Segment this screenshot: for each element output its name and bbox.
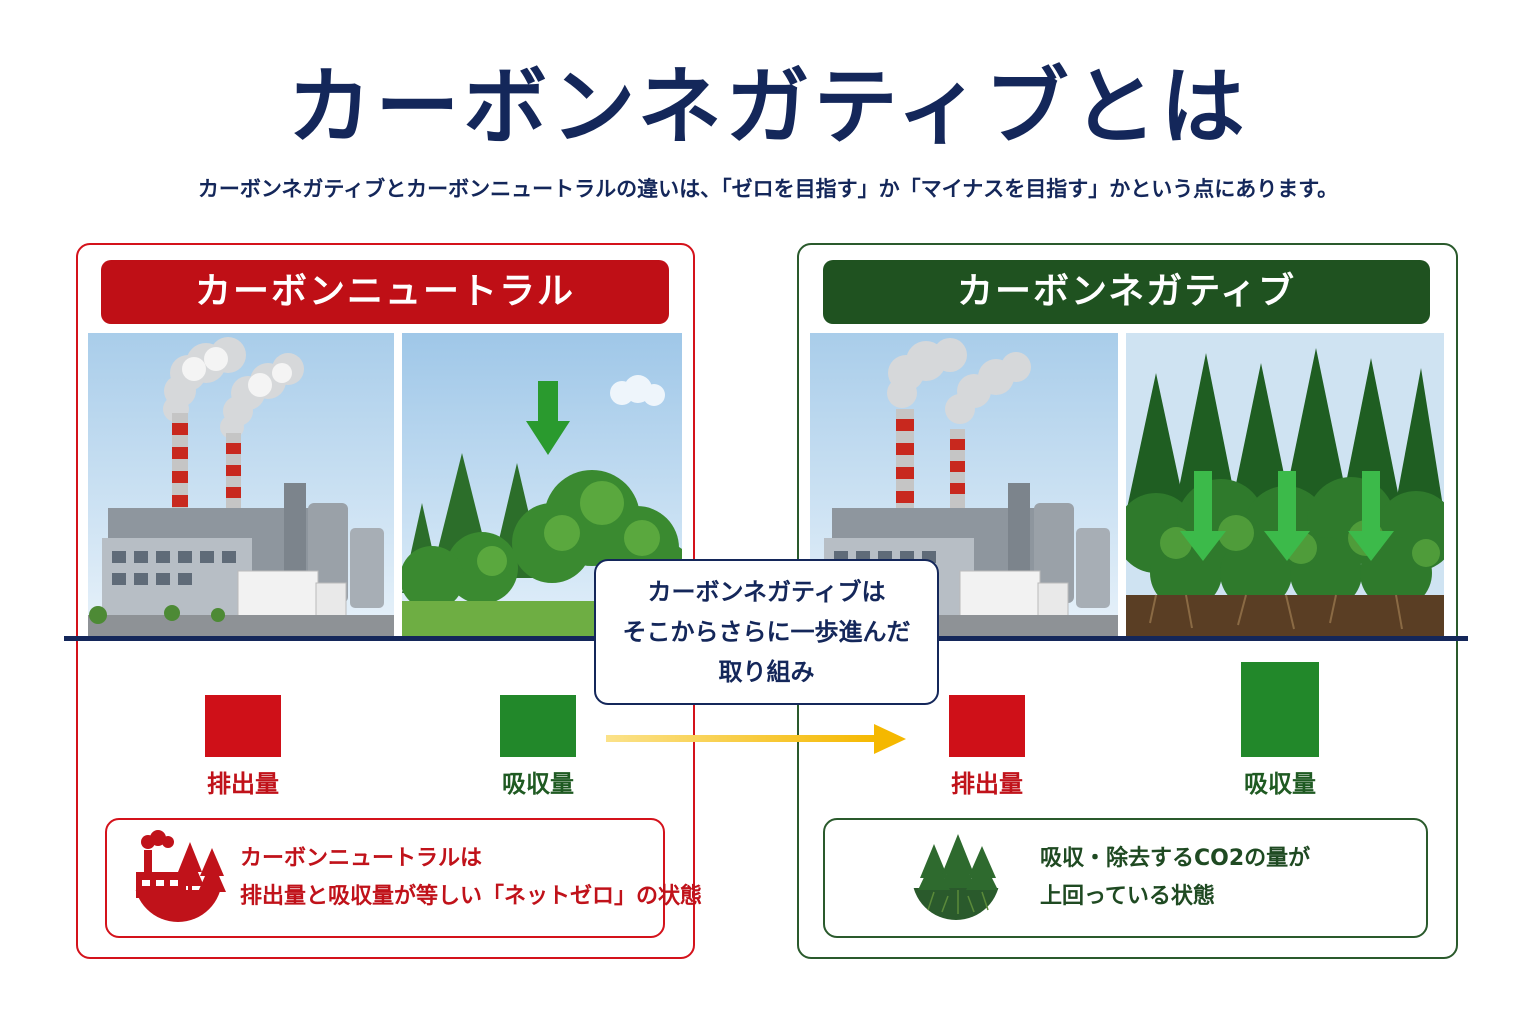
negative-emission-bar [949,695,1025,757]
absorption-arrow-icon [526,381,570,455]
neutral-summary-text: カーボンニュートラルは 排出量と吸収量が等しい「ネットゼロ」の状態 [240,846,703,909]
neutral-absorption-label: 吸収量 [502,770,574,798]
negative-emission-label: 排出量 [951,770,1023,798]
neutral-emission-label: 排出量 [207,770,279,798]
carbon-neutral-header: カーボンニュートラル [101,260,669,324]
negative-summary-text: 吸収・除去するCO2の量が 上回っている状態 [1040,846,1311,909]
factory-and-trees-icon [134,830,226,922]
progress-arrow-icon [606,724,906,754]
callout-box: カーボンネガティブは そこからさらに一歩進んだ 取り組み [594,559,939,705]
neutral-absorption-bar [500,695,576,757]
factory-illustration-left [88,333,394,638]
negative-absorption-label: 吸収量 [1244,770,1316,798]
dense-forest-illustration [1126,333,1444,638]
carbon-negative-header: カーボンネガティブ [823,260,1430,324]
page-title: カーボンネガティブとは [287,58,1249,156]
page-subtitle: カーボンネガティブとカーボンニュートラルの違いは、「ゼロを目指す」か「マイナスを… [197,177,1339,201]
forest-icon [912,834,1000,920]
negative-absorption-bar [1241,662,1319,757]
callout-text: カーボンネガティブは そこからさらに一歩進んだ 取り組み [622,578,911,686]
absorption-arrows-icon [1180,471,1394,561]
neutral-emission-bar [205,695,281,757]
